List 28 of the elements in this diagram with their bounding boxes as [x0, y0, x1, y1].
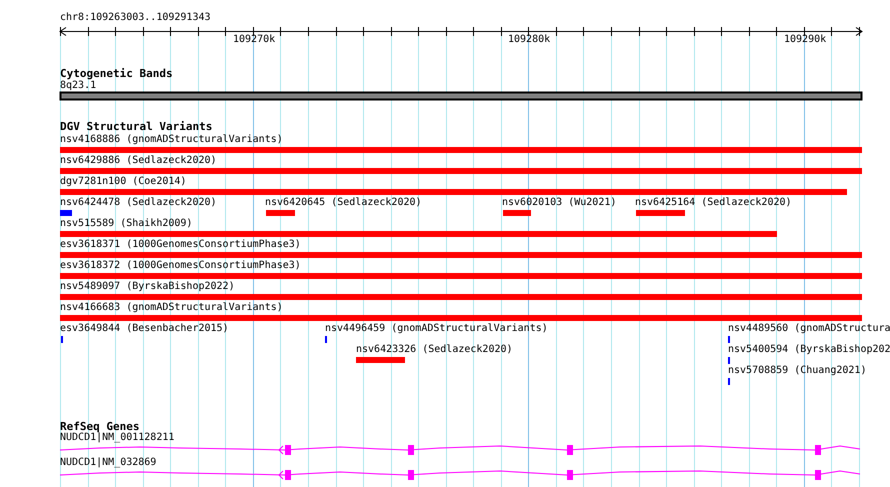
feature-label: esv3649844 (Besenbacher2015): [60, 323, 229, 335]
feature-label: esv3618371 (1000GenomesConsortiumPhase3): [60, 239, 301, 251]
feature-label: nsv4489560 (gnomADStructura: [728, 323, 890, 335]
axis-tick-label: 109290k: [784, 34, 826, 46]
transcript-label: NUDCD1|NM_032869: [60, 457, 156, 469]
axis-tick-label: 109270k: [233, 34, 276, 46]
feature-label: dgv7281n100 (Coe2014): [60, 176, 186, 188]
feature-label: esv3618372 (1000GenomesConsortiumPhase3): [60, 260, 301, 272]
feature-label: nsv6020103 (Wu2021): [502, 197, 616, 209]
feature-label: nsv4166683 (gnomADStructuralVariants): [60, 302, 283, 314]
feature-label: nsv5489097 (ByrskaBishop2022): [60, 281, 235, 293]
feature-label: nsv6423326 (Sedlazeck2020): [356, 344, 513, 356]
feature-label: nsv4496459 (gnomADStructuralVariants): [325, 323, 548, 335]
feature-label: nsv4168886 (gnomADStructuralVariants): [60, 134, 283, 146]
coordinate-label: chr8:109263003..109291343: [60, 12, 211, 24]
feature-label: nsv5708859 (Chuang2021): [728, 365, 866, 377]
feature-label: nsv6425164 (Sedlazeck2020): [635, 197, 792, 209]
band-label: 8q23.1: [60, 80, 96, 92]
feature-label: nsv6429886 (Sedlazeck2020): [60, 155, 217, 167]
feature-label: nsv6420645 (Sedlazeck2020): [265, 197, 422, 209]
track-heading: RefSeq Genes: [60, 421, 140, 433]
transcript-label: NUDCD1|NM_001128211: [60, 432, 174, 444]
track-heading: DGV Structural Variants: [60, 121, 212, 133]
track-heading: Cytogenetic Bands: [60, 68, 173, 80]
feature-label: nsv6424478 (Sedlazeck2020): [60, 197, 217, 209]
feature-label: nsv5400594 (ByrskaBishop202: [728, 344, 890, 356]
axis-tick-label: 109280k: [508, 34, 550, 46]
feature-label: nsv515589 (Shaikh2009): [60, 218, 192, 230]
